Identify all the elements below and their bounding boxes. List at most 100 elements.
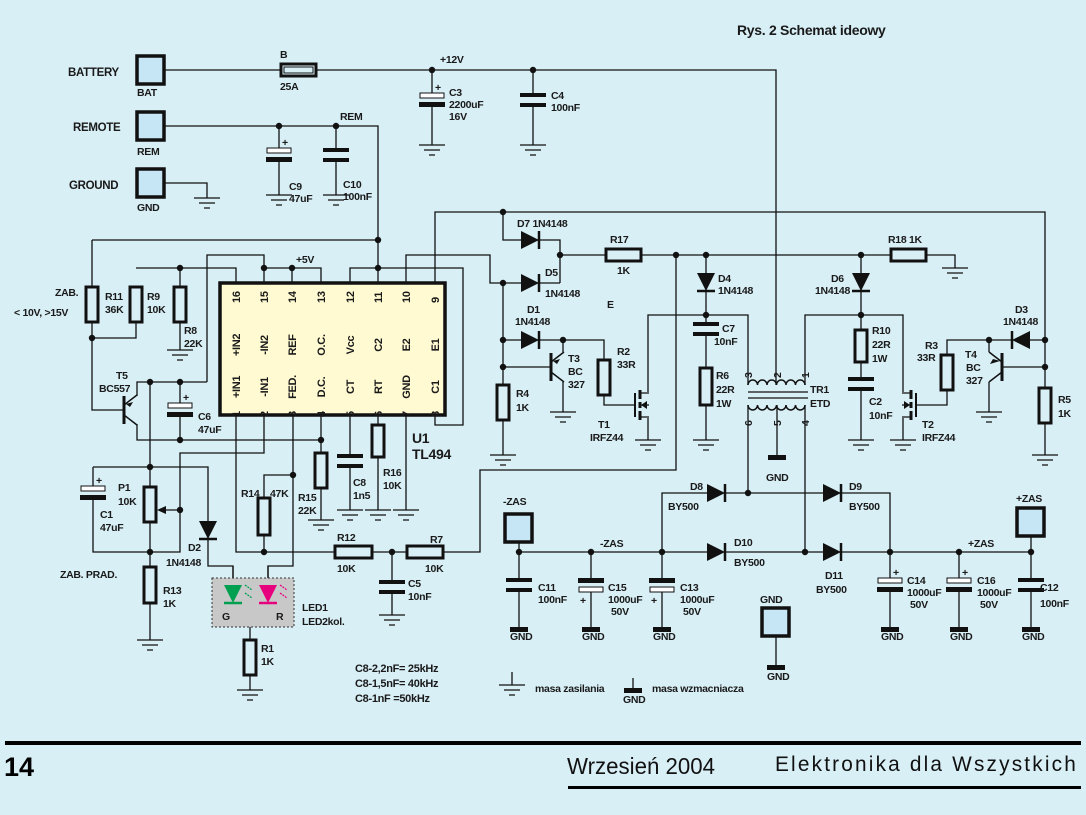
junction-dot xyxy=(176,264,184,272)
minus-zas-connector-label: -ZAS xyxy=(503,496,527,508)
capacitor-c12 xyxy=(1018,578,1044,592)
capacitor-plate-positive xyxy=(946,577,972,584)
junction-dot xyxy=(176,436,184,444)
label-c14-1: 1000uF xyxy=(907,587,942,599)
capacitor-c10 xyxy=(323,148,349,162)
label-t1-1: IRFZ44 xyxy=(590,432,624,444)
diode-triangle xyxy=(521,231,539,249)
diode-d5 xyxy=(521,274,541,292)
label-t3-0: T3 xyxy=(568,353,580,365)
label-r6-2: 1W xyxy=(716,398,732,410)
gnd-label: GND xyxy=(1022,631,1045,643)
junction-dot xyxy=(88,334,96,342)
diode-d3 xyxy=(1010,331,1030,349)
legend-power-ground: masa zasilania xyxy=(535,683,605,695)
label-r9-0: R9 xyxy=(147,291,160,303)
ic-pin-name: RT xyxy=(373,379,385,394)
wire xyxy=(405,254,560,284)
label-c10-0: C10 xyxy=(343,179,362,191)
label-r17-1: 1K xyxy=(617,265,631,277)
ground-lines xyxy=(550,411,576,423)
diode-d1 xyxy=(521,331,541,349)
ground-pin-label: GND xyxy=(137,202,160,214)
junction-dot xyxy=(374,264,382,272)
junction-dot xyxy=(146,378,154,386)
gnd-label: GND xyxy=(881,631,904,643)
capacitor-plate xyxy=(1018,588,1044,592)
ground-lines xyxy=(499,684,525,696)
label-r4-1: 1K xyxy=(516,402,530,414)
label-r6-1: 22R xyxy=(716,384,735,396)
plus-sign: + xyxy=(962,567,968,579)
label-c6-0: C6 xyxy=(198,411,211,423)
net-label-plus-zas: +ZAS xyxy=(968,538,994,550)
amp-ground-icon xyxy=(1022,627,1040,632)
label-c1-0: C1 xyxy=(100,509,113,521)
resistor-r15 xyxy=(313,451,329,490)
magazine-name: Elektronika dla Wszystkich xyxy=(775,753,1078,776)
ic-pin-number: 14 xyxy=(287,290,299,303)
capacitor-plate-positive xyxy=(419,92,445,99)
ground-lines xyxy=(976,411,1002,423)
primary-winding xyxy=(747,379,806,386)
transformer-pin-number: 2 xyxy=(772,372,784,378)
junction-dot xyxy=(499,208,507,216)
ground-lines xyxy=(194,197,220,209)
label-c15-0: C15 xyxy=(608,582,627,594)
label-c13-0: C13 xyxy=(680,582,699,594)
gnd-label: GND xyxy=(950,631,973,643)
junction-dot xyxy=(857,311,865,319)
diode-triangle xyxy=(521,274,539,292)
wire xyxy=(748,492,891,552)
label-r16-0: R16 xyxy=(383,467,402,479)
label-r17-0: R17 xyxy=(610,234,629,246)
label-d2-0: D2 xyxy=(188,542,201,554)
capacitor-gap xyxy=(693,326,719,332)
label-r4-0: R4 xyxy=(516,388,529,400)
label-t5-0: T5 xyxy=(116,370,128,382)
label-r10-1: 22R xyxy=(872,339,891,351)
label-t2-0: T2 xyxy=(922,419,934,431)
transformer-pin-number: 3 xyxy=(743,372,755,378)
label-c6-1: 47uF xyxy=(198,424,222,436)
label-t4-1: BC xyxy=(966,362,981,374)
label-c8-0: C8 xyxy=(353,477,366,489)
label-p1-0: P1 xyxy=(118,482,131,494)
capacitor-gap xyxy=(419,97,445,103)
capacitor-gap xyxy=(578,582,604,588)
capacitor-gap xyxy=(323,152,349,158)
label-r12-1: 10K xyxy=(337,563,356,575)
footer-rule-top xyxy=(5,741,1081,745)
junction-dot xyxy=(288,264,296,272)
capacitor-c1: + xyxy=(80,475,106,500)
ground-lines xyxy=(635,439,661,451)
ic-pin-number: 1 xyxy=(231,411,243,417)
diode-triangle xyxy=(697,273,715,291)
transistor-arrow xyxy=(126,402,133,407)
diode-triangle xyxy=(707,543,725,561)
amp-ground-icon xyxy=(510,627,528,632)
capacitor-plate-positive xyxy=(578,586,604,593)
junction-dot xyxy=(499,279,507,287)
ic-pin-name: E1 xyxy=(430,338,442,351)
net-label-12v: +12V xyxy=(440,54,464,66)
gnd-label: GND xyxy=(510,631,533,643)
remote-pin-label: REM xyxy=(137,146,160,158)
ic-pin-number: 13 xyxy=(316,291,328,303)
zab-label: ZAB. xyxy=(55,287,79,299)
ground-icon xyxy=(266,194,292,206)
resistor-r1 xyxy=(242,638,258,677)
diode-triangle xyxy=(852,273,870,291)
footer-rule-bottom xyxy=(568,786,1081,789)
ground-icon xyxy=(1032,454,1058,466)
resistor-r14 xyxy=(256,496,272,537)
capacitor-c5 xyxy=(379,580,405,594)
label-c10-1: 100nF xyxy=(343,191,373,203)
ground-lines xyxy=(693,439,719,451)
wire xyxy=(503,339,635,406)
transistor-t3 xyxy=(549,351,565,383)
gnd-connector xyxy=(760,606,791,638)
ground-lines xyxy=(419,144,445,156)
junction-dot xyxy=(672,251,680,259)
